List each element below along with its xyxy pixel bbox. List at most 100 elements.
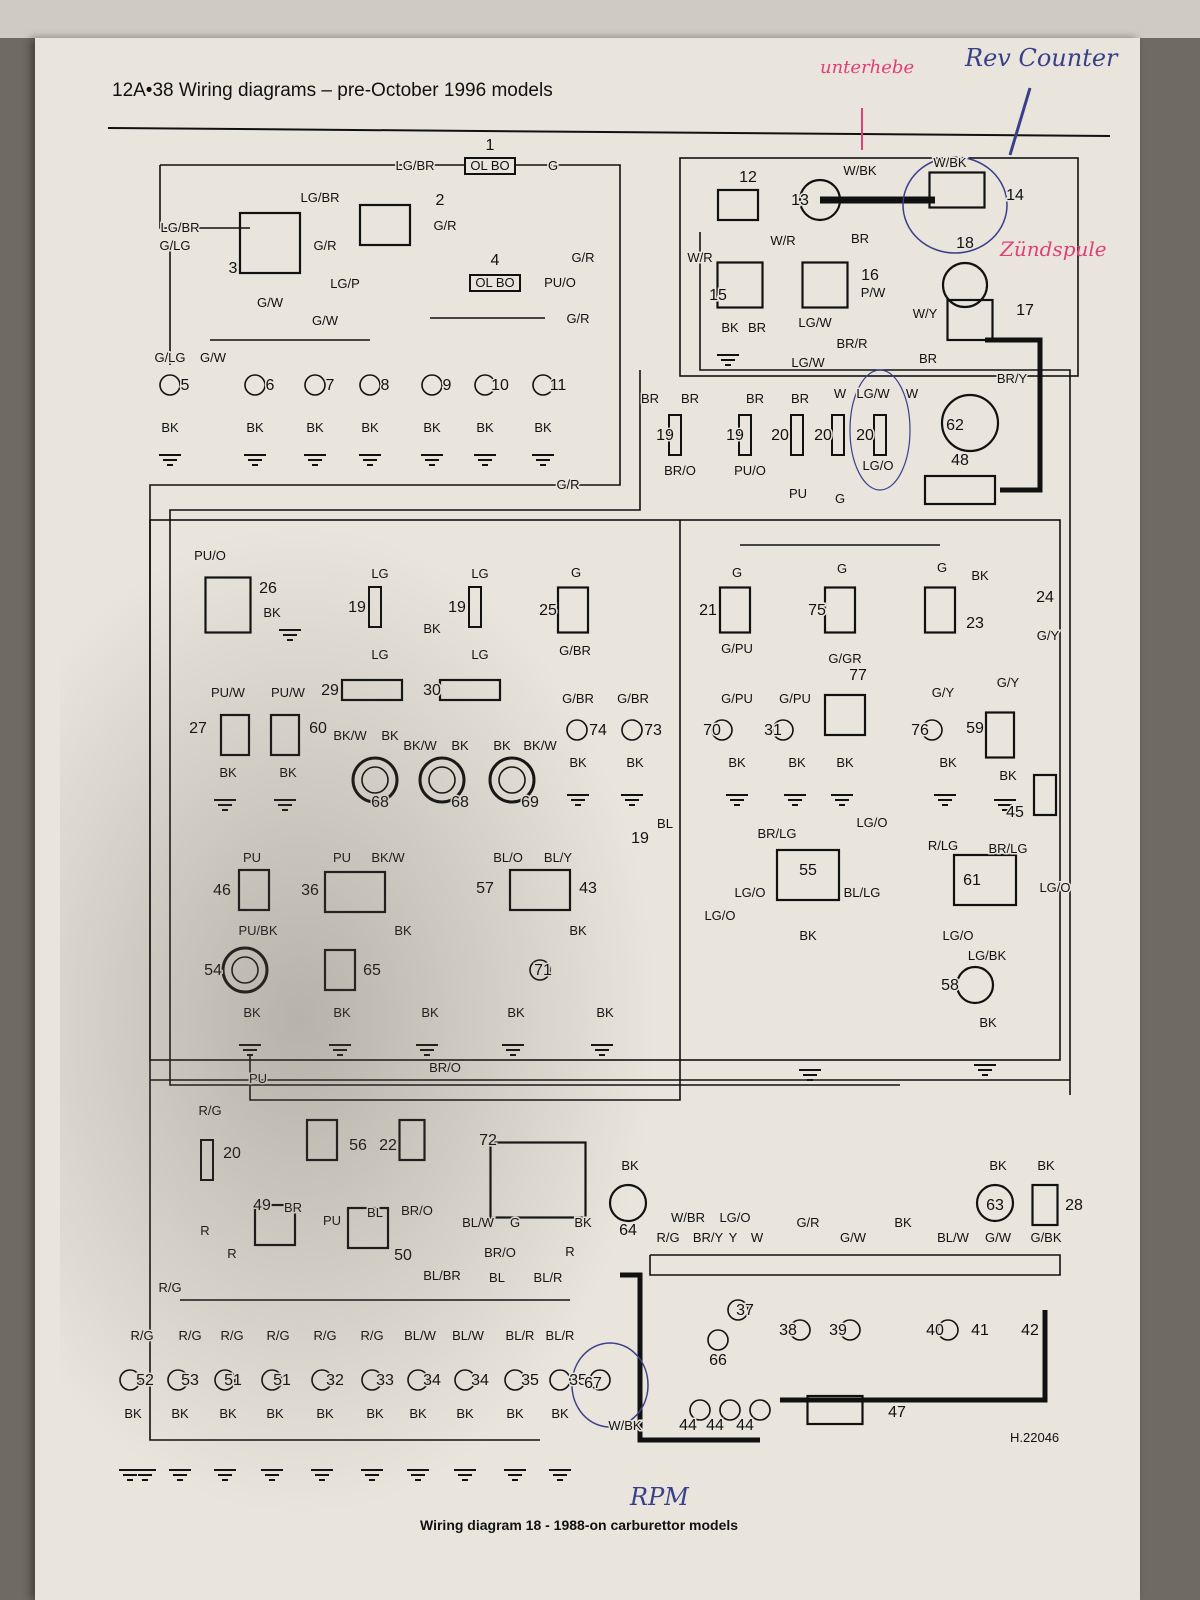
component-number: 35	[569, 1372, 587, 1389]
component-number: 69	[521, 794, 539, 811]
wire-color-label: BR/O	[484, 1245, 516, 1260]
wire-color-label: G/R	[556, 477, 579, 492]
wire-color-label: PU	[323, 1213, 341, 1228]
speaker-symbol	[428, 766, 456, 794]
component-number: 26	[259, 580, 277, 597]
wire-color-label: OL BO	[470, 158, 509, 173]
ignition-frame	[679, 157, 1079, 377]
wire-color-label: BK	[506, 1406, 524, 1421]
wire-color-label: W	[906, 386, 919, 401]
component-box	[340, 678, 404, 702]
fuse-symbol	[200, 1139, 214, 1181]
component-number: 52	[136, 1372, 154, 1389]
note-rev-counter: Rev Counter	[965, 44, 1118, 72]
component-number: 35	[521, 1372, 539, 1389]
wire-color-label: LG/O	[704, 908, 735, 923]
wire-color-label: BK	[596, 1005, 614, 1020]
fuse-symbol	[464, 157, 516, 175]
component-box	[1031, 1183, 1059, 1227]
wire-color-label: BR	[851, 231, 869, 246]
wire-color-label: BK	[626, 755, 644, 770]
component-number: 66	[709, 1352, 727, 1369]
component-box	[823, 693, 867, 737]
wire-color-label: G/R	[433, 218, 456, 233]
component-number: 51	[224, 1372, 242, 1389]
bulb-symbol	[772, 719, 794, 741]
annotation-circle	[571, 1342, 649, 1428]
wire-color-label: BK	[989, 1158, 1007, 1173]
component-number: 55	[799, 862, 817, 879]
wire-color-label: BK	[394, 923, 412, 938]
wire-color-label: PU/O	[194, 548, 226, 563]
wire-color-label: BK	[423, 621, 441, 636]
component-box	[801, 261, 849, 309]
component-box	[323, 948, 357, 992]
bulb-symbol	[421, 374, 443, 396]
wire-color-label: G/GR	[828, 651, 861, 666]
harness-wire	[780, 1310, 1048, 1403]
wire-color-label: LG/BR	[395, 158, 434, 173]
wire-color-label: BL	[657, 816, 673, 831]
component-number: 2	[436, 192, 445, 209]
component-number: 71	[534, 962, 552, 979]
wire-color-label: BR/LG	[988, 841, 1027, 856]
wire-color-label: BK	[171, 1406, 189, 1421]
bulb-symbol	[359, 374, 381, 396]
component-number: 67	[584, 1375, 602, 1392]
bulb-symbol	[159, 374, 181, 396]
diagram-caption: Wiring diagram 18 - 1988-on carburettor …	[420, 1517, 739, 1533]
wire-color-label: G/BR	[562, 691, 594, 706]
wire-color-label: G/Y	[1037, 628, 1060, 643]
wire-color-label: G/BR	[559, 643, 591, 658]
component-number: 43	[579, 880, 597, 897]
fuse-symbol	[831, 414, 845, 456]
speaker-symbol	[361, 766, 389, 794]
wire-color-label: W/R	[770, 233, 795, 248]
speaker-symbol	[418, 756, 466, 804]
component-number: 64	[619, 1222, 637, 1239]
bulb-symbol	[532, 374, 554, 396]
component-number: 19	[726, 427, 744, 444]
component-box	[238, 211, 302, 275]
wire-color-label: G	[937, 560, 947, 575]
wire-color-label: BK	[728, 755, 746, 770]
wire-color-label: R/G	[130, 1328, 153, 1343]
wire-color-label: BL/W	[462, 1215, 495, 1230]
wire-color-label: BK/W	[523, 738, 557, 753]
wire-color-label: G/W	[985, 1230, 1012, 1245]
bulb-symbol	[621, 719, 643, 741]
wire-color-label: R/G	[360, 1328, 383, 1343]
wire-color-label: BK	[551, 1406, 569, 1421]
component-number: 68	[451, 794, 469, 811]
annotation-circle	[902, 156, 1008, 254]
wire-color-label: BK	[263, 605, 281, 620]
page-title: Wiring diagrams – pre-October 1996 model…	[178, 80, 553, 101]
component-number: 20	[814, 427, 832, 444]
component-box	[1032, 773, 1058, 817]
component-number: 19	[631, 830, 649, 847]
page-ref: 12A•38	[112, 80, 174, 101]
speaker-symbol	[498, 766, 526, 794]
wire-color-label: W/BK	[608, 1418, 642, 1433]
component-box	[269, 713, 301, 757]
component-number: 63	[986, 1197, 1004, 1214]
component-number: 50	[394, 1247, 412, 1264]
wire-color-label: LG/W	[798, 315, 832, 330]
wire-color-label: BK	[476, 420, 494, 435]
component-box	[928, 171, 986, 209]
wire-color-label: BK	[999, 768, 1017, 783]
component-number: 30	[423, 682, 441, 699]
component-number: 6	[266, 377, 275, 394]
bulb-symbol	[789, 1319, 811, 1341]
component-box	[346, 1206, 390, 1250]
component-number: 44	[736, 1417, 754, 1434]
wire-color-label: G/LG	[154, 350, 185, 365]
component-number: 15	[709, 287, 727, 304]
component-number: 8	[381, 377, 390, 394]
wire-color-label: G/BR	[617, 691, 649, 706]
wire-color-label: W/Y	[913, 306, 938, 321]
wire-color-label: G/W	[312, 313, 339, 328]
component-number: 45	[1006, 804, 1024, 821]
speaker-symbol	[488, 756, 536, 804]
wire-color-label: BL/R	[534, 1270, 563, 1285]
